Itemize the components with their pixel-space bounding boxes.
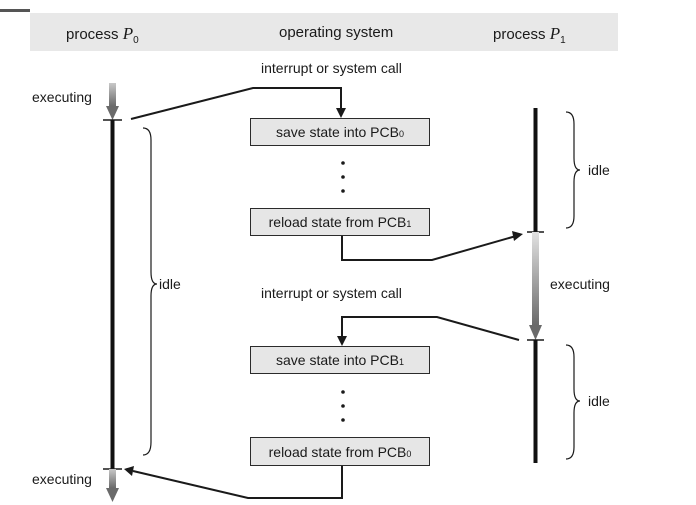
header-band bbox=[30, 13, 618, 51]
arrow-p0-to-os bbox=[130, 87, 346, 120]
p1-executing-bar bbox=[529, 232, 542, 340]
p0-executing-top-bar bbox=[106, 83, 119, 120]
p1-idle-brace-top bbox=[565, 111, 581, 229]
p0-idle-label: idle bbox=[159, 276, 181, 292]
header-process-p1: process P1 bbox=[493, 24, 566, 46]
p0-idle-line bbox=[110, 120, 115, 469]
ellipsis-dots-top bbox=[341, 161, 345, 193]
first-trigger-label: interrupt or system call bbox=[261, 60, 402, 76]
header-operating-system: operating system bbox=[279, 24, 394, 41]
ellipsis-dots-bottom bbox=[341, 390, 345, 422]
p1-idle-line-top bbox=[533, 108, 538, 232]
header-process-p0: process P0 bbox=[66, 24, 139, 46]
p0-executing-top-label: executing bbox=[32, 89, 92, 105]
p1-idle-brace-bottom bbox=[565, 344, 581, 460]
arrow-os-to-p0 bbox=[124, 466, 343, 499]
p1-idle-bottom-label: idle bbox=[588, 393, 610, 409]
p0-idle-brace bbox=[142, 127, 158, 456]
arrow-os-to-p1 bbox=[341, 231, 523, 261]
p0-executing-bottom-label: executing bbox=[32, 471, 92, 487]
top-rule bbox=[0, 9, 30, 12]
p1-executing-label: executing bbox=[550, 276, 610, 292]
p1-idle-line-bottom bbox=[533, 340, 538, 463]
p0-executing-bottom-bar bbox=[106, 469, 119, 502]
second-trigger-label: interrupt or system call bbox=[261, 285, 402, 301]
arrow-p1-to-os bbox=[337, 316, 520, 346]
p1-idle-top-label: idle bbox=[588, 162, 610, 178]
